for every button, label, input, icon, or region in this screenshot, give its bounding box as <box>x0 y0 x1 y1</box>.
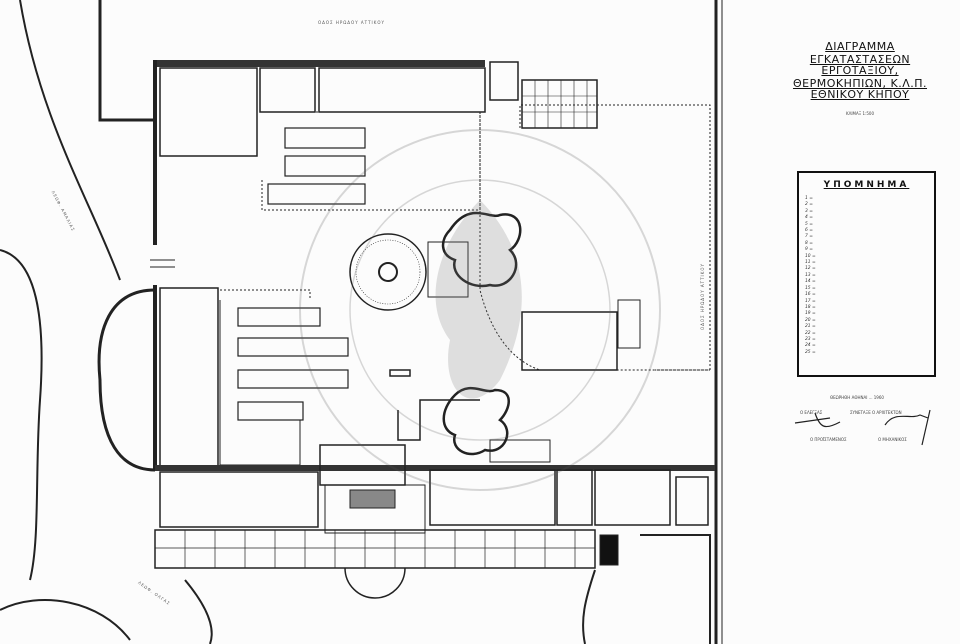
right-name: Ο ΜΗΧΑΝΙΚΟΣ <box>878 437 907 442</box>
boundary-wall <box>98 0 155 122</box>
small-structure <box>489 439 551 463</box>
seal-figure <box>435 200 522 399</box>
building-bottom-left <box>159 471 319 528</box>
small-marker <box>389 369 411 377</box>
left-role: Ο ΕΛΕΓΞΑΣ <box>800 410 823 415</box>
seal-inner-ring <box>349 179 611 441</box>
legend-item: 14 = <box>805 279 816 285</box>
legend-item: 6 = <box>805 228 813 234</box>
legend-box: ΥΠΟΜΝΗΜΑ 1 =2 =3 =4 =5 =6 =7 =8 =9 =10 =… <box>797 171 936 377</box>
legend-heading: ΥΠΟΜΝΗΜΑ <box>823 180 910 190</box>
top-wall <box>155 60 485 67</box>
legend-item: 21 = <box>805 324 816 330</box>
hotbed <box>237 307 321 327</box>
legend-item: 22 = <box>805 330 816 336</box>
hotbed <box>237 337 349 357</box>
legend-item: 23 = <box>805 336 816 342</box>
path-curve-bottom-right <box>582 569 596 644</box>
legend-item: 4 = <box>805 215 813 221</box>
pergola <box>154 529 596 569</box>
legend-item: 25 = <box>805 349 816 355</box>
right-role: ΣΥΝΕΤΑΞΕ Ο ΑΡΧΙΤΕΚΤΩΝ <box>850 410 902 415</box>
courtyard <box>324 484 426 534</box>
legend-item: 16 = <box>805 292 816 298</box>
pond-lower <box>442 386 510 456</box>
legend-item: 3 = <box>805 208 813 214</box>
middle-enclosure-wall <box>219 300 301 466</box>
greenhouse-grid-lines <box>522 80 597 128</box>
road-curve-left-outer <box>0 249 43 581</box>
legend-item: 20 = <box>805 317 816 323</box>
building-top-left <box>159 67 258 157</box>
greenhouse-right <box>521 311 618 371</box>
courtyard-planter <box>349 489 396 509</box>
building-long <box>159 287 219 467</box>
hotbed <box>267 183 366 205</box>
legend-item: 17 = <box>805 298 816 304</box>
legend-item: 9 = <box>805 247 813 253</box>
legend-item: 24 = <box>805 343 816 349</box>
semicircular-steps <box>344 567 406 599</box>
legend-item: 13 = <box>805 272 816 278</box>
road-label-top: ΟΔΟΣ ΗΡΩΔΟΥ ΑΤΤΙΚΟΥ <box>318 20 385 25</box>
title-line-3: ΕΘΝΙΚΟΥ ΚΗΠΟΥ <box>810 88 910 101</box>
stair-block <box>617 299 641 349</box>
dark-block <box>599 534 619 566</box>
hotbed <box>237 401 304 421</box>
building-bottom-middle <box>429 469 556 526</box>
scale-note: ΚΛΙΜΑΞ 1:500 <box>845 111 875 116</box>
pond-upper <box>441 211 522 288</box>
road-curve-left <box>19 0 121 281</box>
road-label-right: ΟΔΟΣ ΗΡΩΔΟΥ ΑΤΤΙΚΟΥ <box>700 263 705 330</box>
title-line-2: ΕΡΓΟΤΑΞΙΟΥ, ΘΕΡΜΟΚΗΠΙΩΝ, Κ.Λ.Π. <box>792 64 928 90</box>
greenhouse-grid <box>521 79 598 129</box>
grid-bed <box>427 241 469 298</box>
dashed-enclosure-right <box>519 104 711 371</box>
curved-boundary-wall <box>97 288 156 472</box>
building-bottom-corner <box>675 476 709 526</box>
left-name: Ο ΠΡΟΪΣΤΑΜΕΝΟΣ <box>810 437 847 442</box>
legend-item: 12 = <box>805 266 816 272</box>
legend-item: 8 = <box>805 240 813 246</box>
building-top-long <box>318 67 486 113</box>
legend-item: 2 = <box>805 202 813 208</box>
seal-outer-ring <box>299 129 661 491</box>
dashed-enclosure-upper <box>260 111 481 211</box>
legend-item: 18 = <box>805 304 816 310</box>
legend-item: 15 = <box>805 285 816 291</box>
hotbed <box>284 155 366 177</box>
hotbed <box>237 369 349 389</box>
circular-tank-ring <box>355 239 421 305</box>
hotbed <box>284 127 366 149</box>
low-wall <box>397 399 480 441</box>
legend-item: 19 = <box>805 311 816 317</box>
path-curve-bottom <box>184 579 213 644</box>
archive-seal-watermark <box>299 129 661 491</box>
dashed-enclosure-middle <box>220 289 311 300</box>
legend-items: 1 =2 =3 =4 =5 =6 =7 =8 =9 =10 =11 =12 =1… <box>805 196 928 356</box>
title-line-1: ΔΙΑΓΡΑΜΜΑ ΕΓΚΑΤΑΣΤΑΣΕΩΝ <box>809 40 911 66</box>
legend-item: 1 = <box>805 196 813 201</box>
legend-item: 7 = <box>805 234 813 240</box>
legend-item: 11 = <box>805 260 816 266</box>
building-bottom-narrow <box>556 469 593 526</box>
boundary-bottom-right <box>640 534 711 644</box>
building-top-small <box>259 67 316 113</box>
dashed-path-center <box>479 115 710 371</box>
legend-item: 10 = <box>805 253 816 259</box>
lower-wall <box>155 465 715 471</box>
building-bottom-right <box>594 469 671 526</box>
pergola-beams <box>155 530 595 568</box>
circular-tank <box>349 233 427 311</box>
road-curve-bottom-left <box>0 599 131 641</box>
legend-item: 5 = <box>805 221 813 227</box>
circular-tank-center <box>378 262 398 282</box>
approval-line: ΘΕΩΡΗΘΗ ΑΘΗΝΑΙ ... 1960 <box>830 395 884 400</box>
building-top-right-small <box>489 61 519 101</box>
